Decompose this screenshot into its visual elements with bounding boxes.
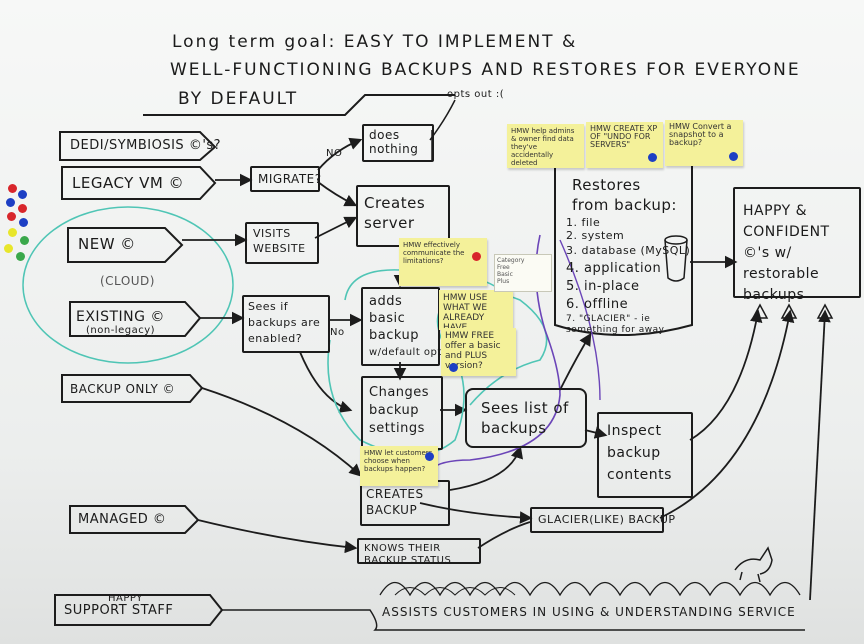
magnet-blue	[18, 190, 27, 199]
restore-item: 3. database (MySQL)	[566, 244, 691, 257]
magnet-blue	[6, 198, 15, 207]
restore-item: 5. in-place	[566, 279, 640, 294]
backup-only-label: BACKUP ONLY ©	[70, 382, 176, 396]
sticky-text: HMW let customers choose when backups ha…	[364, 449, 433, 473]
sticky-note: HMW help admins & owner find data they'v…	[507, 124, 584, 168]
dot-vote-blue	[449, 363, 458, 372]
dedi-label: DEDI/SYMBIOSIS ©'s?	[70, 138, 222, 153]
does-nothing-label: does nothing	[369, 128, 419, 156]
sticky-note: HMW FREE offer a basic and PLUS version?	[441, 328, 516, 376]
creates-backup-box: CREATES BACKUP	[360, 480, 450, 526]
card-row: Free	[497, 264, 510, 271]
knows-status-box: KNOWS THEIR BACKUP STATUS	[357, 538, 481, 566]
managed-label: MANAGED ©	[78, 512, 167, 527]
sticky-note: HMW let customers choose when backups ha…	[360, 446, 438, 486]
magnet-red	[7, 212, 16, 221]
adds-basic-label: adds basic backup	[369, 294, 419, 343]
sticky-text: HMW CREATE XP OF "UNDO FOR SERVERS"	[590, 124, 658, 149]
magnet-red	[18, 204, 27, 213]
glacier-label: GLACIER(LIKE) BACKUP	[538, 513, 676, 526]
dot-vote-blue	[648, 153, 657, 162]
sees-enabled-box: Sees if backups are enabled?	[242, 295, 330, 353]
sticky-note: HMW effectively communicate the limitati…	[399, 238, 487, 286]
restore-item: 1. file	[566, 216, 601, 229]
restore-item: 7. "GLACIER" - ie something for away	[566, 314, 665, 335]
support-staff-label: SUPPORT STAFF	[64, 603, 174, 618]
magnet-red	[8, 184, 17, 193]
sticky-note: HMW Convert a snapshot to a backup?	[665, 120, 743, 166]
restore-item: 2. system	[566, 229, 625, 242]
no-label-2: No	[330, 327, 345, 338]
title-line1: Long term goal: EASY TO IMPLEMENT &	[172, 32, 578, 52]
comparison-card: Category Free Basic Plus	[494, 254, 552, 292]
visits-website-label: VISITS WEBSITE	[253, 227, 306, 255]
sticky-note: HMW USE WHAT WE ALREADY HAVE	[439, 290, 513, 333]
magnet-yellow	[4, 244, 13, 253]
magnet-green	[16, 252, 25, 261]
happy-confident-label: HAPPY & CONFIDENT ©'s w/ restorable back…	[743, 203, 830, 303]
creates-server-label: Creates server	[364, 194, 426, 232]
inspect-label: Inspect backup contents	[607, 423, 672, 483]
title-line2: WELL-FUNCTIONING BACKUPS AND RESTORES FO…	[170, 60, 801, 80]
sticky-text: HMW help admins & owner find data they'v…	[511, 127, 575, 167]
knows-status-label: KNOWS THEIR BACKUP STATUS	[364, 543, 452, 566]
opts-out-label: opts out :(	[447, 89, 505, 100]
title-line3: BY DEFAULT	[178, 89, 299, 109]
dot-vote-blue	[729, 152, 738, 161]
card-row: Plus	[497, 278, 510, 285]
migrate-box: MIGRATE?	[250, 166, 322, 192]
migrate-label: MIGRATE?	[258, 172, 322, 186]
new-label: NEW ©	[78, 235, 136, 253]
magnet-blue	[19, 218, 28, 227]
happy-confident-box: HAPPY & CONFIDENT ©'s w/ restorable back…	[733, 187, 861, 303]
legacy-vm-label: LEGACY VM ©	[72, 174, 185, 192]
adds-basic-box: adds basic backup w/default opts	[361, 287, 447, 366]
sticky-text: HMW Convert a snapshot to a backup?	[669, 122, 732, 147]
cloud-label: (CLOUD)	[100, 274, 155, 288]
sees-enabled-label: Sees if backups are enabled?	[248, 300, 321, 345]
no-label-1: NO	[326, 148, 343, 159]
existing-sub-label: (non-legacy)	[86, 325, 156, 336]
changes-settings-label: Changes backup settings	[369, 385, 430, 436]
glacier-box: GLACIER(LIKE) BACKUP	[530, 507, 675, 533]
sees-list-box: Sees list of backups	[465, 388, 587, 448]
restores-list: 1. file 2. system 3. database (MySQL) 4.…	[566, 216, 690, 336]
sticky-text: HMW FREE offer a basic and PLUS version?	[445, 331, 501, 371]
sees-list-label: Sees list of backups	[481, 399, 569, 437]
restore-item: 6. offline	[566, 297, 629, 312]
restores-title: Restores from backup:	[572, 176, 677, 214]
dot-vote-red	[472, 252, 481, 261]
inspect-box: Inspect backup contents	[597, 412, 693, 498]
card-row: Category	[497, 257, 525, 264]
card-row: Basic	[497, 271, 513, 278]
visits-website-box: VISITS WEBSITE	[245, 222, 319, 264]
existing-label: EXISTING ©	[76, 309, 165, 325]
widget-opts-label: w/default opts	[369, 347, 448, 358]
magnet-yellow	[8, 228, 17, 237]
restore-item: 4. application	[566, 261, 662, 276]
creates-backup-label: CREATES BACKUP	[366, 487, 424, 517]
sticky-text: HMW effectively communicate the limitati…	[403, 241, 465, 265]
changes-settings-box: Changes backup settings	[361, 376, 443, 450]
sticky-note: HMW CREATE XP OF "UNDO FOR SERVERS"	[586, 122, 663, 168]
support-happy-label: HAPPY	[108, 593, 143, 604]
magnet-green	[20, 236, 29, 245]
does-nothing-box: does nothing	[362, 124, 434, 162]
assists-label: ASSISTS CUSTOMERS IN USING & UNDERSTANDI…	[382, 605, 796, 619]
sticky-text: HMW USE WHAT WE ALREADY HAVE	[443, 293, 488, 333]
dot-vote-blue	[425, 452, 434, 461]
